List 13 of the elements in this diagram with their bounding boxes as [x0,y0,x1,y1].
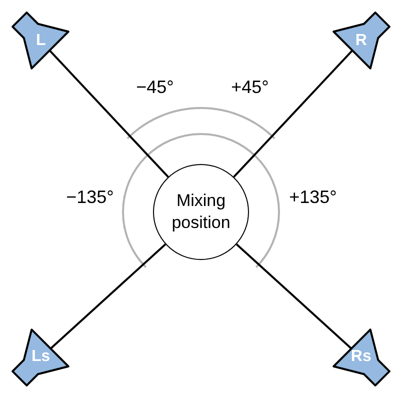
speaker-label: R [354,30,368,51]
angle-label: −45° [135,76,175,98]
connector-line [50,244,166,350]
speaker-label: Rs [350,347,372,368]
angle-label: −135° [65,186,115,208]
speaker-label: L [34,30,47,51]
speaker-label: Ls [30,347,52,368]
position-label: Mixing position [170,190,232,234]
angle-label: +135° [288,186,338,208]
angle-label: +45° [230,76,270,98]
connector-line [233,50,354,178]
connector-line [48,50,169,178]
connector-line [236,244,352,350]
